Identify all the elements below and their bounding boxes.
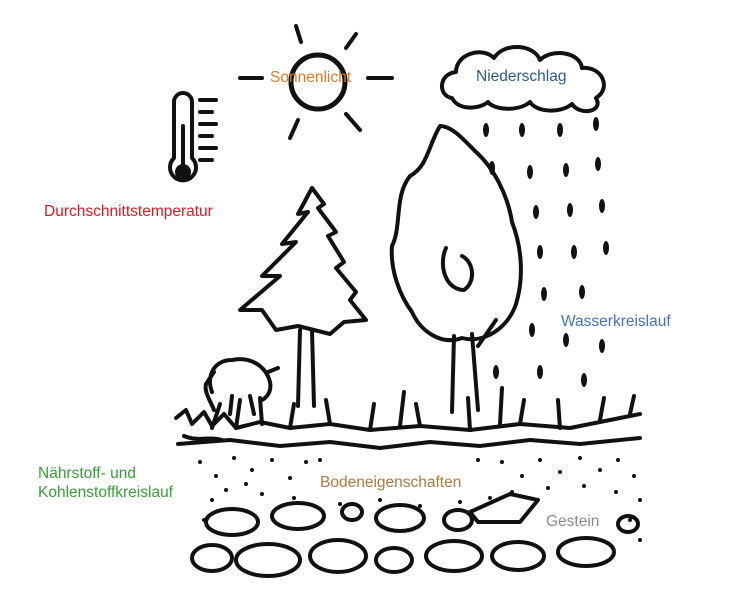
soil-dots-icon [198, 456, 642, 542]
nutrient-label-line2: Kohlenstoffkreislauf [38, 483, 173, 501]
nutrient-carbon-cycle-label: Nährstoff- und Kohlenstoffkreislauf [38, 465, 173, 502]
precipitation-label: Niederschlag [476, 68, 567, 85]
deciduous-tree-icon [389, 124, 523, 414]
rocks-icon [190, 492, 640, 578]
temperature-label: Durchschnittstemperatur [44, 203, 213, 220]
soil-boundary [176, 436, 642, 450]
conifer-icon [238, 186, 368, 408]
rock-label: Gestein [546, 513, 600, 530]
sunlight-label: Sonnenlicht [270, 69, 352, 86]
rain-icon [483, 117, 609, 387]
grass-icon [174, 386, 642, 442]
sun-icon [238, 24, 394, 140]
thermometer-icon [168, 91, 218, 183]
deer-icon [203, 357, 280, 416]
nutrient-label-line1: Nährstoff- und [38, 465, 136, 482]
cloud-icon [440, 44, 606, 114]
soil-properties-label: Bodeneigenschaften [320, 474, 462, 491]
water-cycle-label: Wasserkreislauf [561, 313, 671, 330]
